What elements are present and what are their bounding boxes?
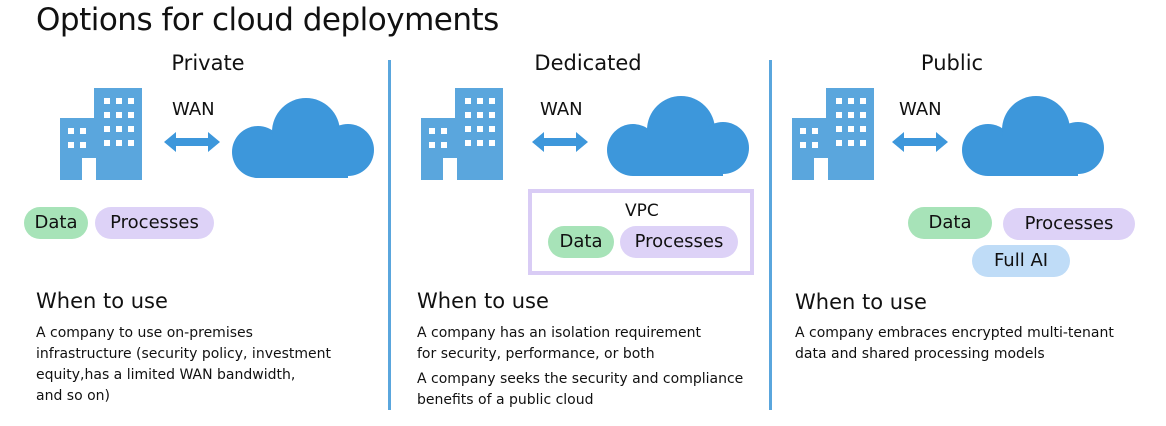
cloud-icon bbox=[607, 96, 749, 176]
building-icon bbox=[60, 88, 144, 180]
when-to-use-heading: When to use bbox=[795, 290, 927, 314]
wan-label: WAN bbox=[899, 99, 942, 120]
use-case-description: A company seeks the security and complia… bbox=[417, 371, 744, 408]
cloud-icon bbox=[962, 96, 1104, 176]
column-divider bbox=[769, 60, 772, 410]
when-to-use-heading: When to use bbox=[36, 289, 168, 313]
double-arrow-icon bbox=[530, 130, 590, 154]
data-pill: Data bbox=[24, 207, 88, 239]
page-title: Options for cloud deployments bbox=[36, 2, 499, 38]
vpc-label: VPC bbox=[625, 201, 659, 221]
processes-pill: Processes bbox=[95, 207, 214, 239]
double-arrow-icon bbox=[162, 130, 222, 154]
wan-label: WAN bbox=[540, 99, 583, 120]
processes-pill: Processes bbox=[1003, 208, 1135, 240]
when-to-use-heading: When to use bbox=[417, 289, 549, 313]
double-arrow-icon bbox=[890, 130, 950, 154]
wan-label: WAN bbox=[172, 99, 215, 120]
use-case-description: A company embraces encrypted multi-tenan… bbox=[795, 325, 1114, 362]
building-icon bbox=[792, 88, 876, 180]
full-ai-pill: Full AI bbox=[972, 245, 1070, 277]
cloud-icon bbox=[232, 98, 374, 178]
column-heading-dedicated: Dedicated bbox=[534, 51, 642, 75]
data-pill: Data bbox=[548, 226, 614, 258]
column-heading-private: Private bbox=[171, 51, 245, 75]
column-divider bbox=[388, 60, 391, 410]
vpc-box bbox=[528, 189, 754, 275]
processes-pill: Processes bbox=[620, 226, 738, 258]
building-icon bbox=[421, 88, 505, 180]
data-pill: Data bbox=[908, 207, 992, 239]
use-case-description: A company to use on-premises infrastruct… bbox=[36, 325, 331, 404]
use-case-description: A company has an isolation requirement f… bbox=[417, 325, 701, 362]
column-heading-public: Public bbox=[920, 51, 984, 75]
